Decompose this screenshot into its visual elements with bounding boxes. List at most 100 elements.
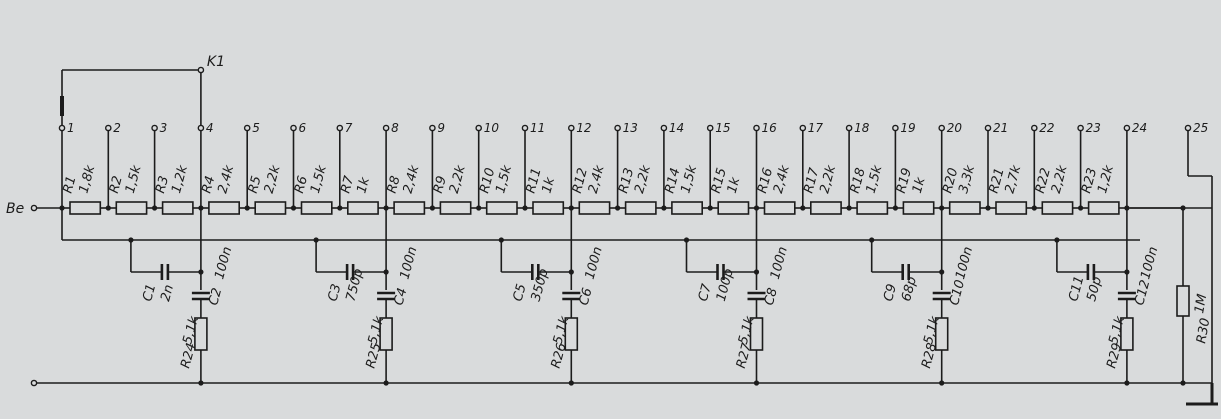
resistor-value-R2: 1,5k xyxy=(123,163,145,195)
tap-number-16: 16 xyxy=(762,121,778,135)
ground-junction-12 xyxy=(568,380,574,386)
capacitor-name-C9: C9 xyxy=(881,282,900,303)
resistor-value-R28: 5,1k xyxy=(921,314,943,346)
resistor-name-R24: R24 xyxy=(178,341,199,370)
tap-number-20: 20 xyxy=(947,121,963,135)
resistor-value-R3: 1,2k xyxy=(169,163,191,195)
resistor-value-R19: 1k xyxy=(910,175,929,195)
tap-terminal-21 xyxy=(984,124,992,132)
resistor-name-R30: R30 xyxy=(1194,317,1213,345)
resistor-name-R21: R21 xyxy=(987,166,1008,195)
resistor-value-R26: 5,1k xyxy=(551,314,573,346)
capacitor-C2 xyxy=(191,291,210,301)
resistor-R26 xyxy=(564,317,579,351)
tap-terminal-2 xyxy=(105,124,112,132)
tap-terminal-11 xyxy=(521,124,529,132)
capacitor-name-C10: C10 xyxy=(947,278,968,307)
tap-terminal-9 xyxy=(429,124,436,132)
tap-terminal-5 xyxy=(243,124,251,132)
resistor-name-R1: R1 xyxy=(61,174,80,195)
tap-terminal-1 xyxy=(58,124,66,132)
tap-number-19: 19 xyxy=(900,121,915,135)
resistor-R22 xyxy=(1041,201,1074,215)
tap-terminal-22 xyxy=(1031,124,1038,132)
resistor-value-R29: 5,1k xyxy=(1106,314,1128,346)
tap-terminal-14 xyxy=(660,124,668,132)
resistor-R21 xyxy=(995,201,1028,215)
resistor-value-R16: 2,4k xyxy=(771,163,793,195)
resistor-value-R12: 2,4k xyxy=(586,163,608,195)
tap-number-15: 15 xyxy=(715,121,730,135)
capacitor-C6 xyxy=(562,291,581,301)
capacitor-name-C11: C11 xyxy=(1066,274,1087,303)
resistor-value-R9: 2,2k xyxy=(447,163,469,195)
tap-terminal-6 xyxy=(290,124,297,132)
tap-number-6: 6 xyxy=(299,121,307,135)
tap-terminal-10 xyxy=(475,124,483,132)
resistor-value-R18: 1,5k xyxy=(864,163,886,195)
ground-junction-20 xyxy=(939,380,945,386)
resistor-value-R21: 2,7k xyxy=(1003,163,1025,195)
resistor-name-R13: R13 xyxy=(616,166,637,195)
resistor-R8 xyxy=(393,201,426,215)
capacitor-value-C11: 50p xyxy=(1084,275,1105,303)
tap-terminal-23 xyxy=(1077,124,1084,132)
resistor-R13 xyxy=(624,201,657,215)
tap-number-13: 13 xyxy=(623,121,638,135)
ground-terminal xyxy=(30,379,38,387)
resistor-R27 xyxy=(749,317,764,351)
capacitor-C10 xyxy=(932,291,951,301)
resistor-R16 xyxy=(763,201,796,215)
tap-number-17: 17 xyxy=(808,121,824,135)
resistor-value-R5: 2,2k xyxy=(262,163,284,195)
capacitor-name-C7: C7 xyxy=(696,282,715,303)
resistor-name-R4: R4 xyxy=(199,174,218,195)
tap-terminal-17 xyxy=(799,124,807,132)
resistor-R10 xyxy=(485,201,518,215)
resistor-name-R2: R2 xyxy=(107,174,126,195)
components xyxy=(60,96,1190,351)
tap-number-4: 4 xyxy=(206,121,214,135)
resistor-R29 xyxy=(1120,317,1134,351)
tap-number-21: 21 xyxy=(993,121,1008,135)
tap-terminal-7 xyxy=(336,124,344,132)
resistor-name-R14: R14 xyxy=(662,166,683,195)
resistor-R23 xyxy=(1087,201,1120,215)
capacitor-value-C12: 100n xyxy=(1138,245,1161,281)
resistor-name-R15: R15 xyxy=(709,166,730,195)
resistor-R30 xyxy=(1176,285,1190,317)
resistor-value-R27: 5,1k xyxy=(736,314,758,346)
resistor-value-R24: 5,1k xyxy=(180,314,202,346)
resistor-value-R4: 2,4k xyxy=(215,163,237,195)
capacitor-name-C2: C2 xyxy=(206,286,225,307)
term-ground-junction xyxy=(1180,380,1186,386)
switch-terminal xyxy=(197,66,205,74)
tap-number-5: 5 xyxy=(252,121,260,135)
resistor-R25 xyxy=(379,317,393,351)
resistor-value-R15: 1k xyxy=(725,175,744,195)
tap-number-9: 9 xyxy=(437,121,445,135)
resistor-name-R26: R26 xyxy=(549,341,570,370)
resistor-name-R22: R22 xyxy=(1033,166,1054,195)
resistor-name-R12: R12 xyxy=(570,166,591,195)
input-label: Be xyxy=(6,201,24,217)
tap-terminal-18 xyxy=(845,124,853,132)
capacitor-C12 xyxy=(1117,291,1136,301)
tap-number-24: 24 xyxy=(1132,121,1147,135)
tap-number-11: 11 xyxy=(530,121,545,135)
ground-junction-8 xyxy=(383,380,389,386)
resistor-value-R14: 1,5k xyxy=(678,163,700,195)
resistor-R7 xyxy=(346,201,379,215)
resistor-name-R7: R7 xyxy=(338,174,357,195)
resistor-R3 xyxy=(161,201,194,215)
tap-number-22: 22 xyxy=(1039,121,1054,135)
resistor-name-R17: R17 xyxy=(801,166,822,195)
resistor-name-R19: R19 xyxy=(894,166,915,195)
capacitor-value-C2: 100n xyxy=(212,245,235,281)
resistor-R17 xyxy=(809,201,842,215)
tap-number-2: 2 xyxy=(113,121,121,135)
tap-number-18: 18 xyxy=(854,121,870,135)
resistor-value-R8: 2,4k xyxy=(401,163,423,195)
capacitor-value-C8: 100n xyxy=(768,245,791,281)
